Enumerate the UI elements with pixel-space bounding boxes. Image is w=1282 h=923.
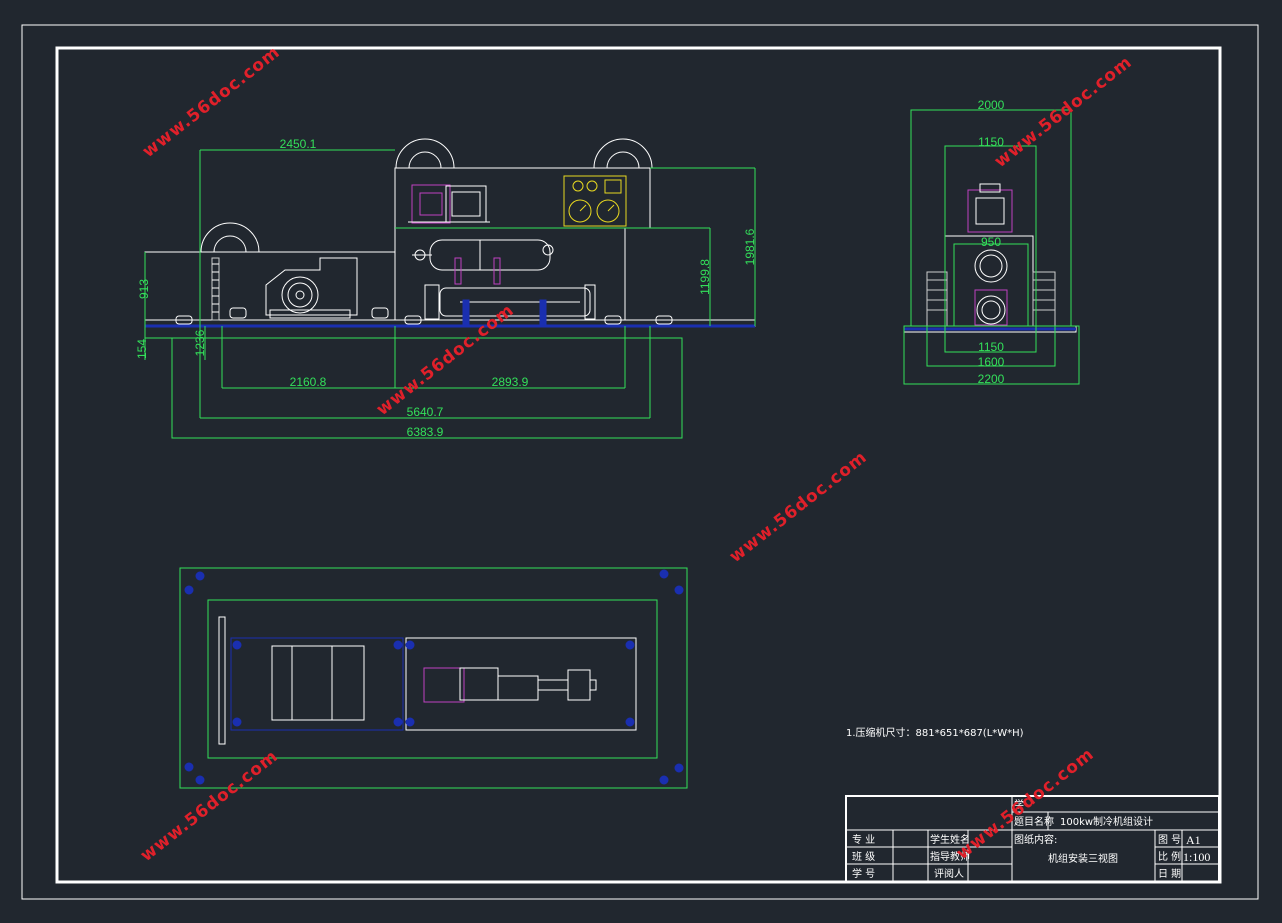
- dim-2450: 2450.1: [280, 137, 317, 151]
- dim-913: 913: [137, 279, 151, 299]
- tb-sid: 学 号: [852, 867, 875, 880]
- front-dimensions: [144, 149, 756, 439]
- tb-advisor: 指导教师: [930, 850, 970, 863]
- outer-frame: [21, 24, 1259, 900]
- dim-5640: 5640.7: [407, 405, 444, 419]
- dim-1199: 1199.8: [698, 259, 712, 295]
- tb-drawing-no: A1: [1186, 833, 1201, 847]
- dim-154: 154: [135, 339, 149, 359]
- dim-950: 950: [981, 235, 1001, 249]
- dim-2200: 2200: [978, 372, 1005, 386]
- watermark-1: www.56doc.com: [139, 42, 284, 162]
- tb-topic-label: 题目名称: [1014, 815, 1054, 828]
- watermark-4: www.56doc.com: [726, 447, 871, 567]
- tb-content-label: 图纸内容:: [1014, 833, 1057, 846]
- tb-topic: 100kw制冷机组设计: [1060, 815, 1153, 828]
- title-block: [845, 795, 1220, 883]
- dim-1236: 1236: [193, 329, 207, 356]
- dim-2160: 2160.8: [290, 375, 327, 389]
- fin-coil: [211, 257, 220, 321]
- dim-2893: 2893.9: [492, 375, 529, 389]
- drawing-frame: [55, 46, 1222, 884]
- side-dimensions: [903, 109, 1080, 385]
- dim-1981: 1981.6: [743, 228, 757, 265]
- dim-6383: 6383.9: [407, 425, 444, 439]
- dim-1600: 1600: [978, 355, 1005, 369]
- dim-1150-top: 1150: [978, 135, 1004, 149]
- tb-r1: 学: [1014, 798, 1024, 811]
- side-view: [903, 183, 1077, 333]
- front-view: [144, 138, 756, 328]
- tb-scale: 1:100: [1183, 850, 1210, 864]
- tb-content: 机组安装三视图: [1048, 852, 1118, 865]
- control-panel: [563, 175, 627, 227]
- dim-2000: 2000: [978, 98, 1005, 112]
- tb-date-label: 日 期: [1158, 868, 1181, 880]
- watermark-5: www.56doc.com: [137, 746, 282, 866]
- compressor-note: 1.压缩机尺寸：881*651*687(L*W*H): [846, 726, 1024, 739]
- centrifugal-fan: [265, 257, 358, 316]
- tb-scale-label: 比 例: [1158, 850, 1181, 863]
- tb-major: 专 业: [852, 833, 875, 846]
- tb-student: 学生姓名: [930, 833, 970, 846]
- tb-drawing-no-label: 图 号: [1158, 834, 1181, 846]
- tb-class: 班 级: [852, 851, 875, 863]
- watermark-2: www.56doc.com: [991, 52, 1136, 172]
- tb-reviewer: 评阅人: [934, 867, 964, 880]
- top-view: [179, 567, 688, 789]
- compressor-frame: [394, 167, 651, 229]
- dim-1150-bottom: 1150: [978, 340, 1004, 354]
